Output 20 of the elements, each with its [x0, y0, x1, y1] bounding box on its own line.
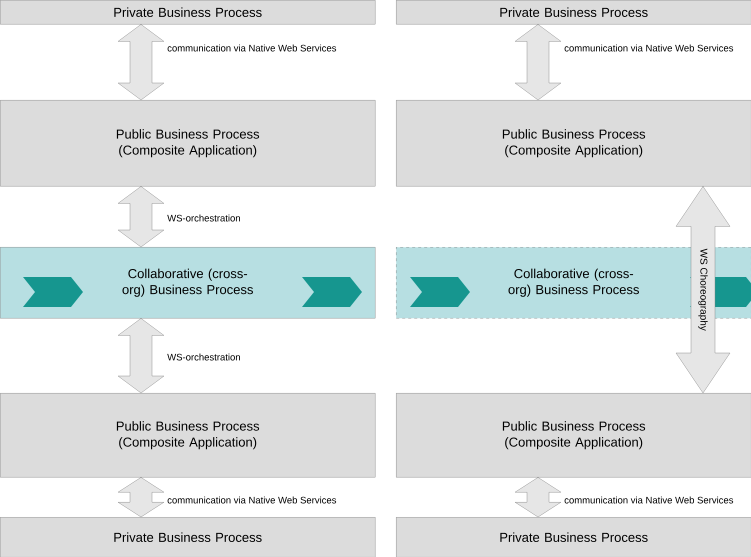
edge-label: WS-orchestration	[166, 214, 242, 222]
edge-label: communication via Native Web Services	[563, 44, 735, 52]
double-arrow	[118, 24, 164, 100]
double-arrow	[514, 477, 562, 518]
edge-label: communication via Native Web Services	[166, 44, 338, 52]
process-box: Private Business Process	[0, 517, 376, 557]
edge-label: communication via Native Web Services	[166, 496, 338, 504]
process-box: Private Business Process	[0, 0, 376, 24]
double-arrow	[514, 24, 562, 100]
process-box: Private Business Process	[396, 0, 751, 24]
double-arrow	[118, 477, 164, 518]
edge-label: WS-orchestration	[166, 352, 242, 362]
process-box: Private Business Process	[396, 517, 751, 557]
edge-label: communication via Native Web Services	[563, 496, 735, 504]
process-box: Public Business Process (Composite Application)	[0, 393, 376, 478]
double-arrow	[118, 186, 164, 248]
process-box: Public Business Process (Composite Application)	[396, 393, 751, 478]
double-arrow	[118, 318, 164, 394]
process-box: Public Business Process (Composite Application)	[396, 100, 751, 186]
process-box: Public Business Process (Composite Application)	[0, 100, 376, 186]
